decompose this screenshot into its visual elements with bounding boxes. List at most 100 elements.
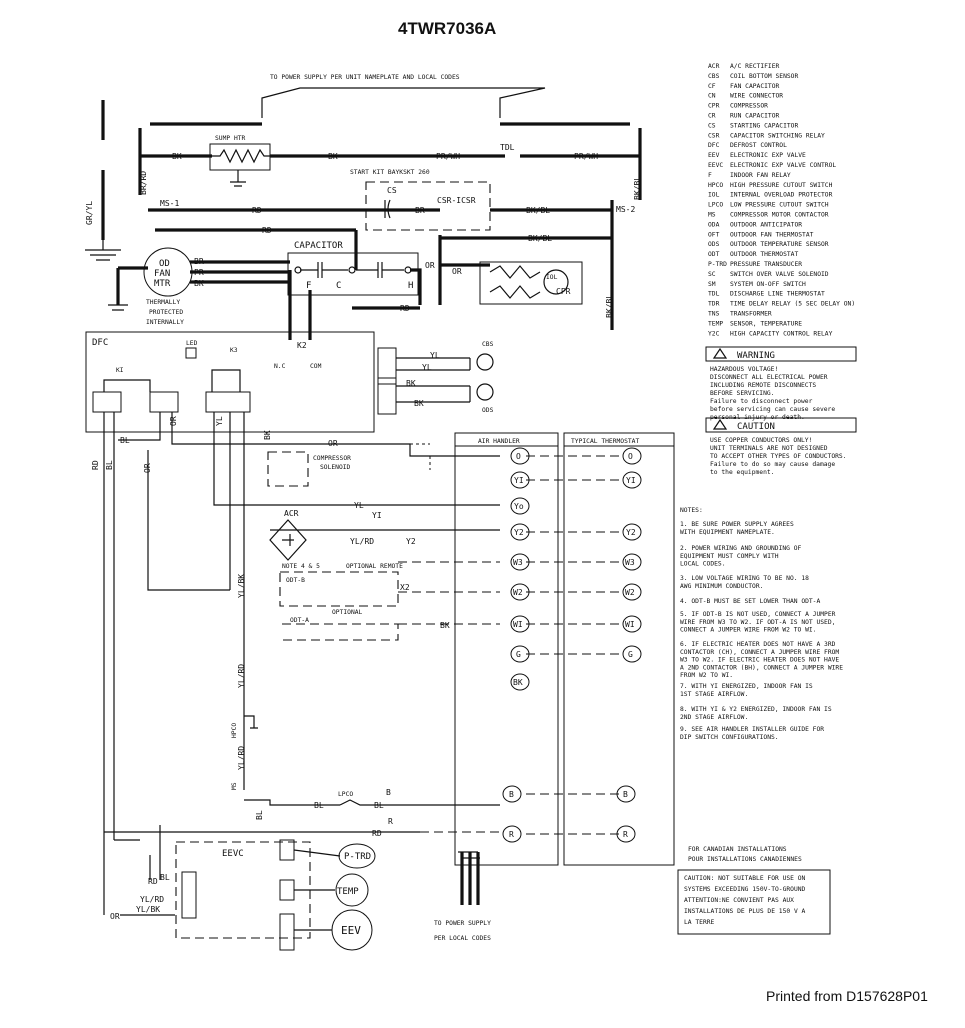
- svg-text:CAUTION: NOT SUITABLE FOR USE: CAUTION: NOT SUITABLE FOR USE ON: [684, 875, 806, 882]
- legend-code: F: [708, 172, 712, 179]
- svg-text:YL/RD: YL/RD: [237, 746, 246, 770]
- legend-code: CSR: [708, 132, 720, 139]
- legend-code: CPR: [708, 103, 720, 110]
- legend-description: TIME DELAY RELAY (5 SEC DELAY ON): [730, 301, 855, 308]
- svg-text:Failure to disconnect power: Failure to disconnect power: [710, 398, 813, 405]
- ah-terminal-r: R: [509, 830, 514, 839]
- pressure-transducer: [338, 843, 376, 869]
- svg-text:OR: OR: [328, 439, 338, 448]
- cs-label: CS: [387, 186, 397, 195]
- legend-code: EEV: [708, 152, 720, 159]
- legend-description: DEFROST CONTROL: [730, 142, 787, 149]
- wire-label-or: OR: [425, 261, 435, 270]
- hpco-label: HPCO: [231, 723, 238, 738]
- ground-icon: [85, 249, 121, 261]
- svg-text:YL: YL: [354, 501, 364, 510]
- wire-label-pr-wh: PR/WH: [436, 152, 460, 161]
- ah-terminal-y2: Y2: [514, 528, 524, 537]
- svg-text:B: B: [386, 788, 391, 797]
- svg-text:POUR INSTALLATIONS CANADIENNES: POUR INSTALLATIONS CANADIENNES: [688, 856, 802, 863]
- ts-terminal-w1: WI: [625, 620, 635, 629]
- note-line: 6. IF ELECTRIC HEATER DOES NOT HAVE A 3R…: [680, 641, 836, 648]
- od-fan-motor: OD FAN MTR BR PR BK THERMALLY PROTECTED …: [143, 247, 204, 326]
- ts-terminals: O YI Y2 W3 W2 WI G B R: [616, 447, 642, 843]
- svg-text:OR: OR: [169, 416, 178, 426]
- legend-description: COMPRESSOR: [730, 103, 768, 110]
- nc-label: N.C: [274, 363, 286, 370]
- wire-label-rd: RD: [400, 304, 410, 313]
- legend-code: ACR: [708, 63, 720, 70]
- svg-text:YL/RD: YL/RD: [140, 895, 164, 904]
- svg-text:YL/BK: YL/BK: [136, 905, 160, 914]
- canadian-note: FOR CANADIAN INSTALLATIONS: [688, 846, 787, 853]
- printed-from: Printed from D157628P01: [766, 988, 928, 1004]
- legend-description: SWITCH OVER VALVE SOLENOID: [730, 271, 829, 278]
- legend-code: TNS: [708, 311, 720, 318]
- caution-heading: CAUTION: [737, 422, 775, 432]
- wire-label-rd: RD: [252, 206, 262, 215]
- note-line: W3 TO W2. IF ELECTRIC HEATER DOES NOT HA…: [680, 657, 839, 664]
- ms-label: MS: [231, 782, 238, 790]
- legend-code: MS: [708, 212, 716, 219]
- svg-text:Y2: Y2: [406, 537, 416, 546]
- svg-text:SOLENOID: SOLENOID: [320, 464, 351, 471]
- capacitor-label: CAPACITOR: [294, 241, 343, 251]
- eev-valve: [331, 909, 373, 951]
- bottom-power-supply: TO POWER SUPPLY PER LOCAL CODES: [434, 851, 491, 942]
- legend-description: FAN CAPACITOR: [730, 83, 779, 90]
- ts-terminal-y2: Y2: [626, 528, 636, 537]
- legend-description: INTERNAL OVERLOAD PROTECTOR: [730, 192, 833, 199]
- note-line: A 2ND CONTACTOR (BH), CONNECT A JUMPER W…: [680, 664, 843, 671]
- svg-text:BK: BK: [414, 399, 424, 408]
- k1-label: KI: [116, 367, 124, 374]
- legend-code: OFT: [708, 231, 720, 238]
- air-handler-label: AIR HANDLER: [478, 438, 520, 445]
- thermostat-block: TYPICAL THERMOSTAT: [563, 432, 675, 866]
- cap-h-label: H: [408, 281, 413, 291]
- legend-description: OUTDOOR THERMOSTAT: [730, 251, 798, 258]
- legend-code: CS: [708, 122, 716, 129]
- svg-text:COMPRESSOR: COMPRESSOR: [313, 455, 351, 462]
- svg-text:PER LOCAL CODES: PER LOCAL CODES: [434, 935, 491, 942]
- note-line: AWG MINIMUM CONDUCTOR.: [680, 583, 763, 590]
- svg-text:INCLUDING REMOTE DISCONNECTS: INCLUDING REMOTE DISCONNECTS: [710, 382, 816, 389]
- wire-label-bk-bl: BK/BL: [526, 206, 550, 215]
- svg-text:Failure to do so may cause dam: Failure to do so may cause damage: [710, 461, 835, 468]
- iol-label: IOL: [546, 274, 558, 281]
- ah-terminal-b: B: [509, 790, 514, 799]
- legend-description: DISCHARGE LINE THERMOSTAT: [730, 291, 825, 298]
- svg-text:BK: BK: [406, 379, 416, 388]
- caution-triangle-icon: [712, 418, 728, 430]
- ground-icon: [230, 181, 246, 187]
- note-line: WIRE FROM W3 TO W2. IF ODT-A IS NOT USED…: [680, 619, 835, 626]
- legend-code: ODT: [708, 251, 720, 258]
- legend-description: HIGH CAPACITY CONTROL RELAY: [730, 330, 833, 337]
- wire-label-br: BR: [415, 206, 425, 215]
- note-line: EQUIPMENT MUST COMPLY WITH: [680, 553, 779, 560]
- ac-rectifier: ACR: [269, 509, 307, 561]
- svg-text:P-TRD: P-TRD: [344, 852, 371, 862]
- caution-box: CAUTION USE COPPER CONDUCTORS ONLY! UNIT…: [705, 417, 857, 476]
- legend-code: HPCO: [708, 182, 723, 189]
- legend-code: CR: [708, 113, 716, 120]
- ts-terminal-g: G: [628, 650, 633, 659]
- svg-text:TO POWER SUPPLY: TO POWER SUPPLY: [434, 920, 491, 927]
- legend-description: INDOOR FAN RELAY: [730, 172, 791, 179]
- ah-terminal-w1: WI: [513, 620, 523, 629]
- svg-text:BK: BK: [263, 430, 272, 440]
- legend-description: ELECTRONIC EXP VALVE: [730, 152, 806, 159]
- com-label: COM: [310, 363, 322, 370]
- legend-code: SC: [708, 271, 716, 278]
- legend-description: OUTDOOR FAN THERMOSTAT: [730, 231, 814, 238]
- legend-code: CBS: [708, 73, 720, 80]
- start-kit-label: START KIT BAYKSKT 260: [350, 169, 430, 176]
- acr-label: ACR: [284, 509, 299, 518]
- svg-text:YL: YL: [422, 363, 432, 372]
- svg-text:LA TERRE: LA TERRE: [684, 919, 715, 926]
- note-line: FROM W2 TO WI.: [680, 672, 733, 679]
- legend-description: COMPRESSOR MOTOR CONTACTOR: [730, 212, 829, 219]
- legend-code: IOL: [708, 192, 720, 199]
- tdl-label: TDL: [500, 143, 515, 152]
- legend-code: TDL: [708, 291, 720, 298]
